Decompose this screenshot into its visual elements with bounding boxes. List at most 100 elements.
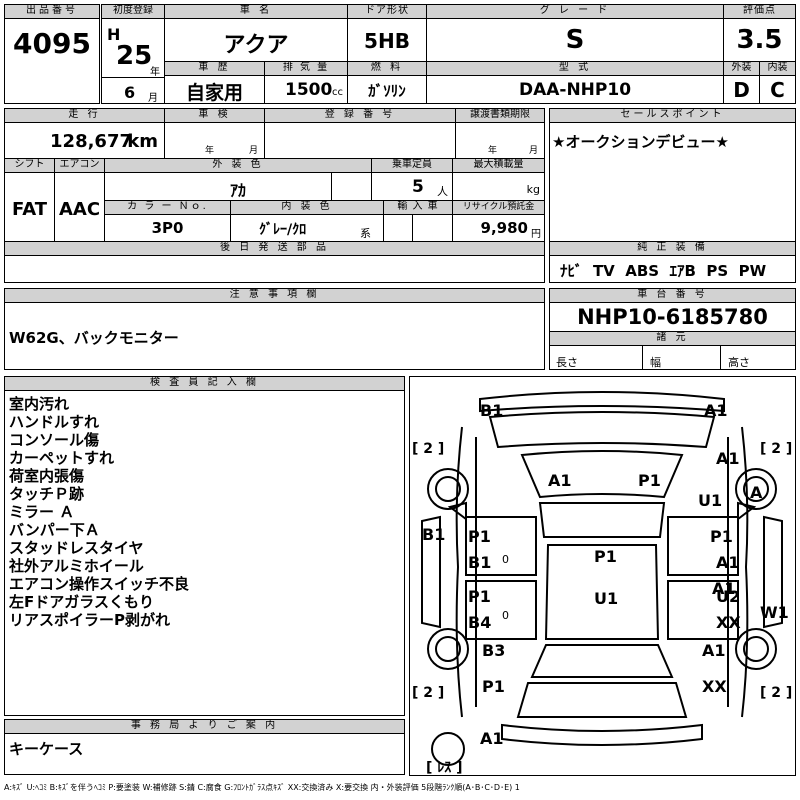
mileage-label: 走 行 <box>5 109 164 123</box>
score-cell: 評価点 3.5 <box>723 4 796 62</box>
registration-year: 25 <box>116 41 153 71</box>
score-label: 評価点 <box>724 5 795 19</box>
spec-label: 諸 元 <box>550 332 795 346</box>
interior-grade-cell: 内装 C <box>759 61 796 104</box>
capacity-cell: 乗車定員 5 人 <box>371 158 453 201</box>
damage-mark: B4 <box>468 613 492 632</box>
damage-mark: W1 <box>760 603 789 622</box>
registration-number-label: 登 録 番 号 <box>265 109 455 123</box>
sales-point-cell: セールスポイント ★オークションデビュー★ <box>549 108 796 242</box>
damage-mark: P1 <box>594 547 617 566</box>
recycle-deposit-label: リサイクル預託金 <box>453 201 544 215</box>
damage-mark: 0 <box>502 553 509 566</box>
sales-point-value: ★オークションデビュー★ <box>552 133 729 151</box>
transfer-month-unit: 月 <box>528 146 538 156</box>
displacement-cell: 排 気 量 1500 cc <box>264 61 348 104</box>
model-value: DAA-NHP10 <box>518 80 632 100</box>
damage-mark: [ 2 ] <box>412 441 445 457</box>
exterior-color-label: 外 装 色 <box>105 159 371 173</box>
damage-mark: A <box>750 483 763 502</box>
inspection-label: 車 検 <box>165 109 264 123</box>
equipment-label: 純 正 装 備 <box>550 242 795 256</box>
history-cell: 車 歴 自家用 <box>164 61 265 104</box>
damage-mark: B1 <box>422 525 446 544</box>
fuel-value: ｶﾞｿﾘﾝ <box>368 82 406 100</box>
damage-mark: A1 <box>716 449 740 468</box>
width-label: 幅 <box>650 356 661 369</box>
interior-color-label: 内 装 色 <box>231 201 383 215</box>
interior-color-cell: 内 装 色 ｸﾞﾚｰ/ｸﾛ 系 <box>230 200 384 242</box>
car-outline-diagram <box>421 391 783 766</box>
damage-mark: A1 <box>716 553 740 572</box>
inspector-note-line: ハンドルすれ <box>9 413 100 431</box>
color-number-value: 3P0 <box>151 219 184 237</box>
import-car-cell: 輸 入 車 <box>383 200 453 242</box>
capacity-value: 5 <box>412 177 424 197</box>
notes-cell: 注 意 事 項 欄 W62G、バックモニター <box>4 288 545 370</box>
recycle-deposit-value: 9,980 <box>480 219 528 237</box>
exterior-grade-cell: 外装 D <box>723 61 760 104</box>
damage-mark: U2 <box>716 587 741 606</box>
equipment-cell: 純 正 装 備 ﾅﾋﾞ TV ABS ｴｱB PS PW <box>549 241 796 283</box>
fuel-cell: 燃 料 ｶﾞｿﾘﾝ <box>347 61 427 104</box>
inspector-note-line: カーペットすれ <box>9 449 115 467</box>
inspector-note-line: エアコン操作スイッチ不良 <box>9 575 190 593</box>
recycle-deposit-cell: リサイクル預託金 9,980 円 <box>452 200 545 242</box>
mileage-value: 128,677 <box>50 131 132 152</box>
interior-grade-label: 内装 <box>760 62 795 76</box>
interior-grade-value: C <box>770 78 785 102</box>
office-notice-label: 事 務 局 よ り ご 案 内 <box>5 720 404 734</box>
office-notice-cell: 事 務 局 よ り ご 案 内 キーケース <box>4 719 405 775</box>
damage-mark: P1 <box>482 677 505 696</box>
transfer-deadline-cell: 譲渡書類期限 年 月 <box>455 108 545 159</box>
year-unit: 年 <box>150 67 160 78</box>
color-number-label: カ ラ ー Ｎｏ. <box>105 201 230 215</box>
damage-mark: A1 <box>548 471 572 490</box>
era-letter: H <box>107 25 121 44</box>
inspector-notes-cell: 検 査 員 記 入 欄 室内汚れハンドルすれコンソール傷カーペットすれ荷室内張傷… <box>4 376 405 716</box>
registration-number-cell: 登 録 番 号 <box>264 108 456 159</box>
first-registration-label: 初度登録 <box>102 5 164 19</box>
capacity-label: 乗車定員 <box>372 159 452 173</box>
first-registration-cell: 初度登録 H 25 年 6 月 <box>101 4 165 104</box>
chassis-number-label: 車 台 番 号 <box>550 289 795 303</box>
import-car-label: 輸 入 車 <box>384 201 452 215</box>
damage-mark: [ 2 ] <box>760 685 793 701</box>
inspector-note-line: バンパー下Ａ <box>9 521 100 539</box>
inspection-year-unit: 年 <box>205 146 215 156</box>
history-value: 自家用 <box>185 82 243 104</box>
inspector-note-line: 荷室内張傷 <box>9 467 85 485</box>
shift-label: シフト <box>5 159 54 173</box>
damage-code-legend: A:ｷｽﾞ U:ﾍｺﾐ B:ｷｽﾞを伴うﾍｺﾐ P:要塗装 W:補修跡 S:錆 … <box>4 783 520 792</box>
displacement-label: 排 気 量 <box>265 62 347 76</box>
door-value: 5HB <box>364 29 410 53</box>
interior-color-value: ｸﾞﾚｰ/ｸﾛ <box>259 222 307 238</box>
inspector-note-line: リアスポイラーP剥がれ <box>9 611 170 629</box>
aircon-cell: エアコン AAC <box>54 158 105 242</box>
car-name-label: 車 名 <box>165 5 347 19</box>
damage-mark: XX <box>702 677 727 696</box>
inspection-cell: 車 検 年 月 <box>164 108 265 159</box>
damage-mark: B1 <box>480 401 504 420</box>
capacity-unit: 人 <box>437 185 448 198</box>
exterior-color-cell: 外 装 色 ｱｶ <box>104 158 372 201</box>
damage-mark: U1 <box>594 589 619 608</box>
damage-mark: [ ﾚｽ ] <box>426 760 463 776</box>
inspector-note-line: スタッドレスタイヤ <box>9 539 144 557</box>
inspector-note-line: コンソール傷 <box>9 431 100 449</box>
damage-mark: [ 2 ] <box>412 685 445 701</box>
aircon-label: エアコン <box>55 159 104 173</box>
grade-value: S <box>565 25 585 55</box>
door-cell: ドア形状 5HB <box>347 4 427 62</box>
later-parts-label: 後 日 発 送 部 品 <box>5 242 544 256</box>
damage-mark: B1 <box>468 553 492 572</box>
damage-mark: U1 <box>698 491 723 510</box>
model-label: 型 式 <box>427 62 723 76</box>
damage-mark: [ 2 ] <box>760 441 793 457</box>
shift-value: FAT <box>11 199 48 220</box>
equipment-value: ﾅﾋﾞ TV ABS ｴｱB PS PW <box>560 262 767 280</box>
transfer-deadline-label: 譲渡書類期限 <box>456 109 544 123</box>
